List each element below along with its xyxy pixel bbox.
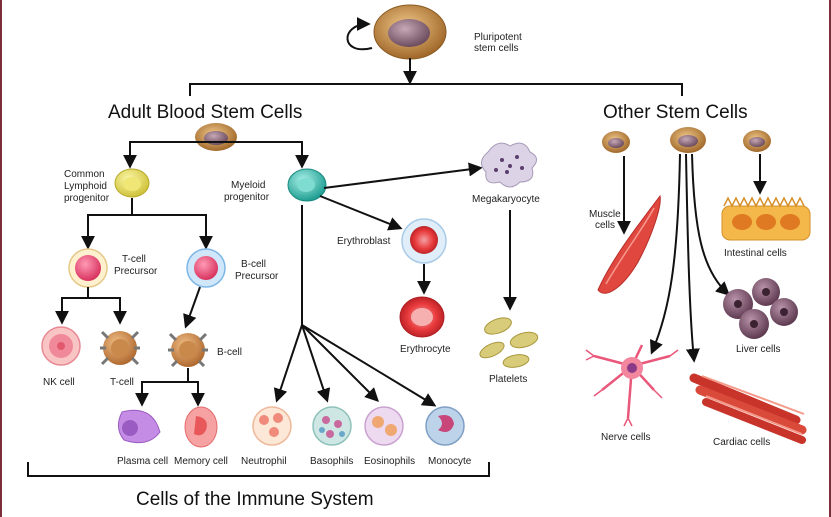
central-other-stem-cell xyxy=(670,127,706,153)
basophils-cell xyxy=(312,406,352,446)
myeloid-progenitor-cell xyxy=(287,168,327,202)
memory-cell xyxy=(184,406,218,448)
tcell xyxy=(100,330,140,366)
bcell-precursor-label-1: B-cell xyxy=(241,259,266,270)
erythrocyte-label: Erythrocyte xyxy=(400,344,451,355)
arrow-to-eosinophils xyxy=(301,324,379,402)
monocyte-cell xyxy=(425,406,465,446)
bcell xyxy=(168,332,208,368)
arrow-to-basophils xyxy=(301,324,331,403)
myeloid-label-1: Myeloid xyxy=(231,180,265,191)
pluripotent-label-2: stem cells xyxy=(474,43,518,54)
lymphoid-label-3: progenitor xyxy=(64,193,110,204)
platelets-cluster xyxy=(479,317,539,368)
muscle-label-2: cells xyxy=(595,220,615,231)
nk-cell-label: NK cell xyxy=(43,377,75,388)
arrow-to-monocyte xyxy=(301,324,437,407)
cells-of-immune-system-header: Cells of the Immune System xyxy=(136,489,374,510)
arrow-to-erythroblast xyxy=(319,195,403,231)
bcell-precursor-label-2: Precursor xyxy=(235,271,279,282)
erythrocyte-cell xyxy=(399,296,445,338)
erythroblast-cell xyxy=(401,218,447,264)
nerve-label: Nerve cells xyxy=(601,432,650,443)
muscle-cells xyxy=(597,194,661,294)
arrow-to-bcell xyxy=(183,286,201,329)
tcell-precursor-label-2: Precursor xyxy=(114,266,158,277)
memory-cell-label: Memory cell xyxy=(174,456,228,467)
arrow-to-nerve xyxy=(649,153,681,355)
basophils-label: Basophils xyxy=(310,456,353,467)
neutrophil-label: Neutrophil xyxy=(241,456,287,467)
plasma-cell xyxy=(118,409,161,444)
arrow-to-liver xyxy=(691,153,731,296)
eosinophils-label: Eosinophils xyxy=(364,456,415,467)
tcell-label: T-cell xyxy=(110,377,134,388)
lymphoid-branch-line xyxy=(87,214,207,245)
tcell-precursor-cell xyxy=(68,248,108,288)
plasma-cell-label: Plasma cell xyxy=(117,456,168,467)
arrow-to-megakaryocyte xyxy=(323,162,483,189)
intestinal-cells xyxy=(721,196,811,241)
eosinophils-cell xyxy=(364,406,404,446)
platelets-label: Platelets xyxy=(489,374,527,385)
bcell-branch-line xyxy=(141,381,199,402)
common-lymphoid-progenitor-cell xyxy=(114,168,150,198)
intestinal-label: Intestinal cells xyxy=(724,248,787,259)
cardiac-cells xyxy=(689,373,807,444)
muscle-stem-cell xyxy=(602,131,630,153)
bcell-precursor-cell xyxy=(186,248,226,288)
pluripotent-stem-cell xyxy=(373,4,447,60)
liver-cells xyxy=(723,278,798,339)
tcell-precursor-label-1: T-cell xyxy=(122,254,146,265)
other-stem-cells-header: Other Stem Cells xyxy=(603,102,748,123)
muscle-label-1: Muscle xyxy=(589,209,621,220)
lymphoid-label-1: Common xyxy=(64,169,105,180)
arrow-to-neutrophil xyxy=(273,324,303,403)
immune-system-bracket xyxy=(27,462,490,477)
monocyte-label: Monocyte xyxy=(428,456,472,467)
self-renewal-arrow xyxy=(346,17,373,51)
myeloid-label-2: progenitor xyxy=(224,192,270,203)
bcell-label: B-cell xyxy=(217,347,242,358)
neutrophil-cell xyxy=(252,406,292,446)
nerve-cells xyxy=(585,344,679,427)
adult-blood-stem-cell xyxy=(195,123,237,151)
cardiac-label: Cardiac cells xyxy=(713,437,770,448)
tcell-branch-line xyxy=(61,297,121,320)
nk-cell xyxy=(41,326,81,366)
lymphoid-label-2: Lymphoid xyxy=(64,181,107,192)
arrow-to-cardiac xyxy=(685,153,700,363)
liver-label: Liver cells xyxy=(736,344,780,355)
adult-blood-stem-cells-header: Adult Blood Stem Cells xyxy=(108,102,302,123)
top-branch-line xyxy=(189,83,683,96)
megakaryocyte-label: Megakaryocyte xyxy=(472,194,540,205)
megakaryocyte-cell xyxy=(481,142,537,188)
pluripotent-label-1: Pluripotent xyxy=(474,32,522,43)
intestinal-stem-cell xyxy=(743,130,771,152)
erythroblast-label: Erythroblast xyxy=(337,236,391,247)
